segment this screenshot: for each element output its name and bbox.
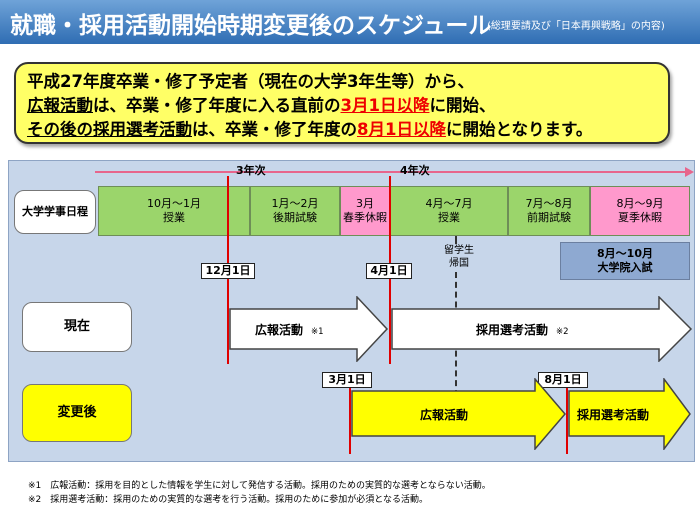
footnote-2: ※2 採用選考活動：採用のための実質的な選考を行う活動。採用のために参加が必須と…	[28, 495, 428, 505]
calendar-period-summer-break: 8月～9月 夏季休暇	[590, 186, 690, 236]
current-pr-arrow	[229, 296, 389, 362]
calendar-period-early-exams: 7月～8月 前期試験	[508, 186, 590, 236]
date-aug1: 8月1日	[538, 372, 588, 388]
period-name: 夏季休暇	[618, 211, 662, 224]
after-selection-label: 採用選考活動	[577, 408, 650, 422]
row-label-current-text: 現在	[63, 319, 90, 334]
year-3-label: 3年次	[236, 164, 266, 177]
row-label-after: 変更後	[22, 384, 132, 442]
notice-selection-start-date: 8月1日以降	[357, 120, 446, 139]
calendar-label: 大学学事日程	[14, 190, 96, 234]
study-abroad-divider-upper	[455, 236, 457, 244]
row-label-after-text: 変更後	[57, 405, 97, 420]
period-months: 10月～1月	[147, 197, 201, 210]
graduate-exam-months: 8月～10月	[597, 247, 653, 260]
study-abroad-line-2: 帰国	[449, 258, 469, 269]
notice-line-1-text: 平成27年度卒業・修了予定者（現在の大学3年生等）から、	[27, 72, 474, 91]
notice-line-2: 広報活動は、卒業・修了年度に入る直前の3月1日以降に開始、	[27, 94, 668, 118]
row-label-current: 現在	[22, 302, 132, 352]
after-selection-arrow	[568, 378, 691, 450]
period-name: 授業	[438, 211, 460, 224]
notice-line-1: 平成27年度卒業・修了予定者（現在の大学3年生等）から、	[27, 70, 668, 94]
cutoff-line-mar1	[349, 372, 351, 454]
calendar-period-late-exams: 1月～2月 後期試験	[250, 186, 340, 236]
page-title: 就職・採用活動開始時期変更後のスケジュール	[10, 13, 492, 39]
date-mar1: 3月1日	[322, 372, 372, 388]
year-timeline-arrow	[95, 167, 694, 177]
page-subtitle: (総理要請及び「日本再興戦略」の内容)	[487, 21, 665, 32]
after-pr-label: 広報活動	[420, 408, 469, 422]
study-abroad-note: 留学生 帰国	[444, 244, 474, 270]
title-bar: 就職・採用活動開始時期変更後のスケジュール (総理要請及び「日本再興戦略」の内容…	[0, 0, 700, 44]
graduate-exam-box: 8月～10月 大学院入試	[560, 242, 690, 280]
current-selection-note: ※2	[556, 327, 569, 337]
notice-line-3: その後の採用選考活動は、卒業・修了年度の8月1日以降に開始となります。	[27, 118, 668, 142]
notice-line-3-end: に開始となります。	[445, 120, 593, 139]
notice-line-3-text: は、卒業・修了年度の	[192, 120, 357, 139]
notice-box: 平成27年度卒業・修了予定者（現在の大学3年生等）から、 広報活動は、卒業・修了…	[14, 62, 670, 144]
period-months: 1月～2月	[271, 197, 319, 210]
current-pr-label: 広報活動 ※1	[255, 321, 324, 338]
cutoff-line-aug1	[566, 372, 568, 454]
current-pr-text: 広報活動	[255, 323, 304, 337]
period-name: 授業	[163, 211, 185, 224]
date-dec1: 12月1日	[201, 263, 255, 279]
calendar-period-spring-break: 3月 春季休暇	[340, 186, 390, 236]
period-months: 4月～7月	[425, 197, 473, 210]
after-pr-arrow	[351, 378, 566, 450]
current-selection-arrow	[391, 296, 693, 362]
period-months: 8月～9月	[616, 197, 664, 210]
year-4-label: 4年次	[400, 164, 430, 177]
current-pr-note: ※1	[311, 327, 324, 337]
graduate-exam-name: 大学院入試	[597, 261, 653, 274]
current-selection-text: 採用選考活動	[476, 323, 549, 337]
period-months: 3月	[356, 197, 374, 210]
period-name: 前期試験	[527, 211, 571, 224]
notice-selection-term: その後の採用選考活動	[27, 120, 192, 139]
notice-pr-start-date: 3月1日以降	[340, 96, 430, 115]
date-apr1: 4月1日	[366, 263, 412, 279]
period-months: 7月～8月	[525, 197, 573, 210]
calendar-label-text: 大学学事日程	[22, 205, 88, 218]
study-abroad-line-1: 留学生	[444, 245, 474, 256]
footnote-1: ※1 広報活動：採用を目的とした情報を学生に対して発信する活動。採用のための実質…	[28, 481, 491, 491]
current-selection-label: 採用選考活動 ※2	[476, 321, 569, 338]
calendar-period-lectures-spring: 4月～7月 授業	[390, 186, 508, 236]
period-name: 後期試験	[273, 211, 317, 224]
calendar-period-lectures-autumn: 10月～1月 授業	[98, 186, 250, 236]
period-name: 春季休暇	[343, 211, 387, 224]
notice-line-2-end: に開始、	[429, 96, 496, 115]
notice-line-2-text: は、卒業・修了年度に入る直前の	[93, 96, 341, 115]
notice-pr-term: 広報活動	[27, 96, 93, 115]
